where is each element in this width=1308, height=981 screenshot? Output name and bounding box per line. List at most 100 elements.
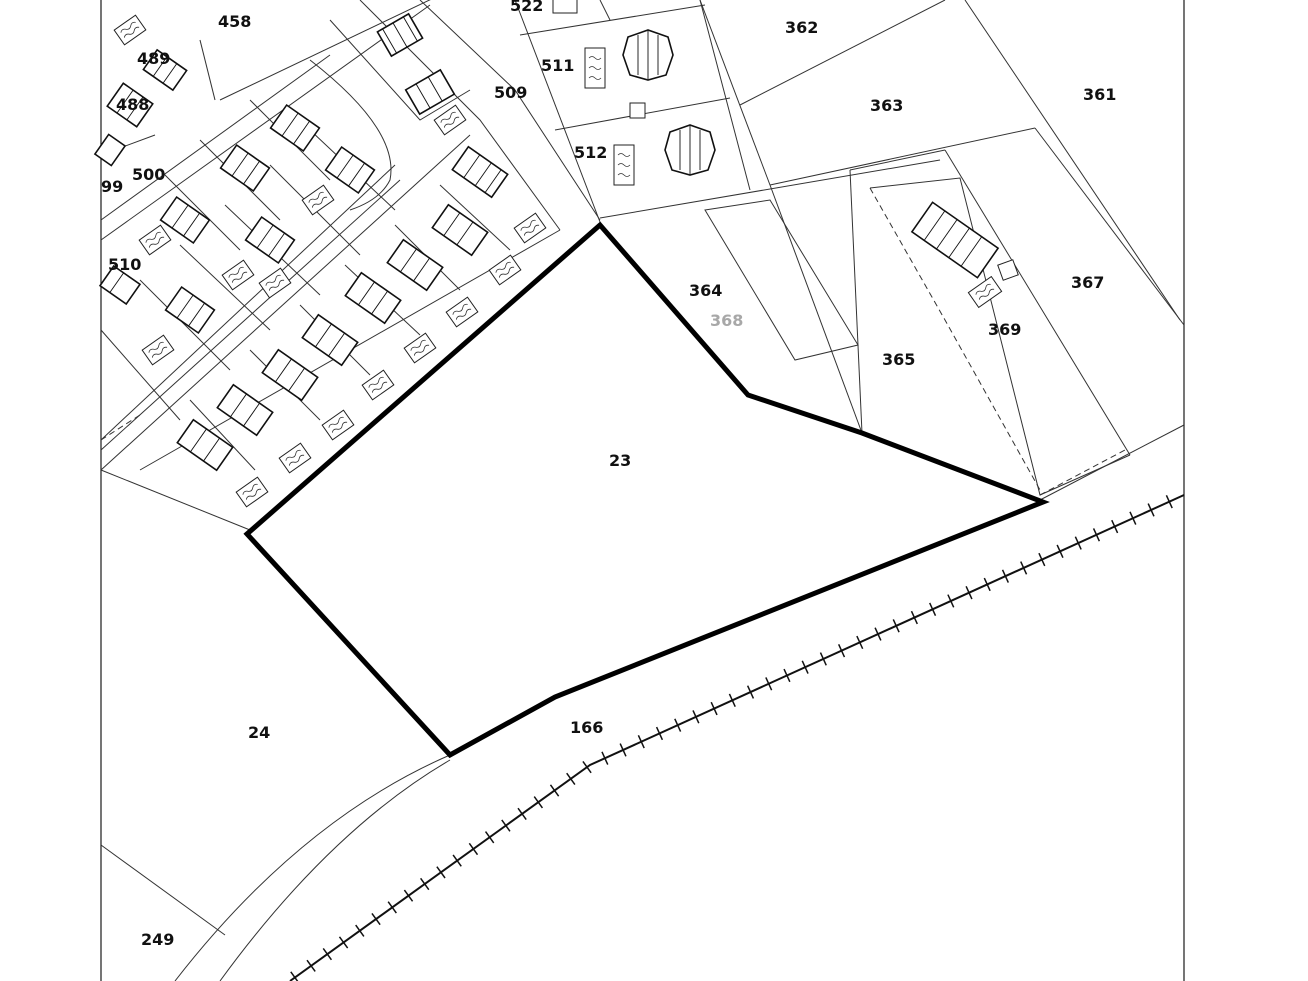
railway-tick <box>420 877 430 891</box>
parcel-label-488: 488 <box>116 95 149 114</box>
highlighted-parcel-23-boundary[interactable] <box>243 221 1050 759</box>
house-icon <box>164 285 216 335</box>
railway-tick <box>710 701 718 716</box>
railway-tick <box>1038 552 1046 567</box>
railway-tick <box>910 610 918 625</box>
railway-tick <box>947 594 955 608</box>
railway-tick <box>549 784 560 797</box>
house-icon <box>910 201 1000 279</box>
parcel-label-512: 512 <box>574 143 607 162</box>
parcel-368-outline <box>704 199 859 361</box>
house-icon <box>622 29 674 81</box>
railway-tick <box>1020 561 1028 575</box>
parcel-label-24: 24 <box>248 723 270 742</box>
railway-tick <box>692 710 700 724</box>
parcel-label-99: 99 <box>101 177 123 196</box>
railway-tick <box>929 602 937 616</box>
railway-tick <box>452 854 462 867</box>
residential-buildings <box>93 12 1019 472</box>
railway-tick <box>601 751 609 765</box>
railway-tick <box>484 831 495 844</box>
parking-pads <box>113 0 1003 508</box>
house-icon <box>344 271 402 325</box>
parcel-label-23[interactable]: 23 <box>609 451 631 470</box>
railway-tick <box>1129 511 1137 525</box>
house-icon <box>386 238 444 292</box>
railway-tick <box>533 796 544 809</box>
house-icon <box>404 68 456 116</box>
railway-tick <box>619 743 627 757</box>
parcel-label-511: 511 <box>541 56 574 75</box>
house-icon <box>244 215 296 265</box>
railway-tick <box>856 635 864 650</box>
railway-tick <box>1092 528 1101 542</box>
railway-tick <box>874 627 882 641</box>
house-icon <box>159 195 211 245</box>
house-icon <box>219 143 271 193</box>
house-icon <box>451 145 509 199</box>
house-icon <box>269 103 321 153</box>
shed-icon <box>629 102 646 119</box>
railway-tick <box>582 761 592 774</box>
house-icon <box>176 418 234 472</box>
railway-tick <box>403 889 414 902</box>
lower-parcel-lines <box>100 754 451 981</box>
railway-tick <box>783 668 791 683</box>
parcel-label-458: 458 <box>218 12 251 31</box>
railway-tick <box>892 619 900 633</box>
railway-tick <box>290 971 299 981</box>
parcel-label-361: 361 <box>1083 85 1116 104</box>
house-icon <box>98 264 142 306</box>
parcel-label-509: 509 <box>494 83 527 102</box>
railway-tick <box>965 586 973 600</box>
railway-tick <box>371 912 381 926</box>
house-icon <box>431 203 489 257</box>
railway-tick <box>1111 519 1119 534</box>
house-icon <box>93 133 127 167</box>
parcel-labels: 458 489 488 500 99 510 522 511 509 512 3… <box>101 0 1116 949</box>
railway-tick <box>468 842 479 856</box>
shed-icon <box>997 259 1019 281</box>
railway-tick <box>674 718 682 732</box>
parcel-label-489: 489 <box>137 49 170 68</box>
parcel-label-362: 362 <box>785 18 818 37</box>
railway-tick <box>501 819 511 832</box>
railway-tick <box>517 807 527 821</box>
house-icon <box>664 124 716 176</box>
railway-tick <box>322 948 333 961</box>
parcel-label-522: 522 <box>510 0 543 15</box>
railway-line <box>289 494 1185 981</box>
parcel-label-368: 368 <box>710 311 743 330</box>
railway-tick <box>837 643 846 658</box>
parcel-label-364: 364 <box>689 281 722 300</box>
railway-tick <box>801 660 809 674</box>
railway-tick <box>819 652 827 666</box>
parcel-label-369: 369 <box>988 320 1021 339</box>
railway-tick <box>728 693 736 707</box>
house-icon <box>216 383 274 437</box>
railway-tick <box>655 726 664 741</box>
railway-tick <box>1147 503 1155 517</box>
parcel-label-166: 166 <box>570 718 603 737</box>
parcel-label-367: 367 <box>1071 273 1104 292</box>
railway-tick <box>1165 495 1173 509</box>
house-icon <box>142 48 188 92</box>
house-icon <box>106 82 154 128</box>
house-icon <box>261 348 319 402</box>
parcel-label-363: 363 <box>870 96 903 115</box>
railway-tick <box>566 772 576 785</box>
railway-tick <box>1074 536 1082 550</box>
house-icon <box>301 313 359 367</box>
railway-tick <box>983 577 991 592</box>
house-icon <box>324 145 376 195</box>
house-icon <box>376 12 424 58</box>
parcel-label-365: 365 <box>882 350 915 369</box>
upper-right-parcel-lines <box>699 0 1185 501</box>
railway-tick <box>746 685 755 699</box>
railway-tick <box>637 735 645 749</box>
railway-tick <box>1001 569 1010 583</box>
railway-tick <box>306 959 316 972</box>
railway-tick <box>436 866 446 879</box>
